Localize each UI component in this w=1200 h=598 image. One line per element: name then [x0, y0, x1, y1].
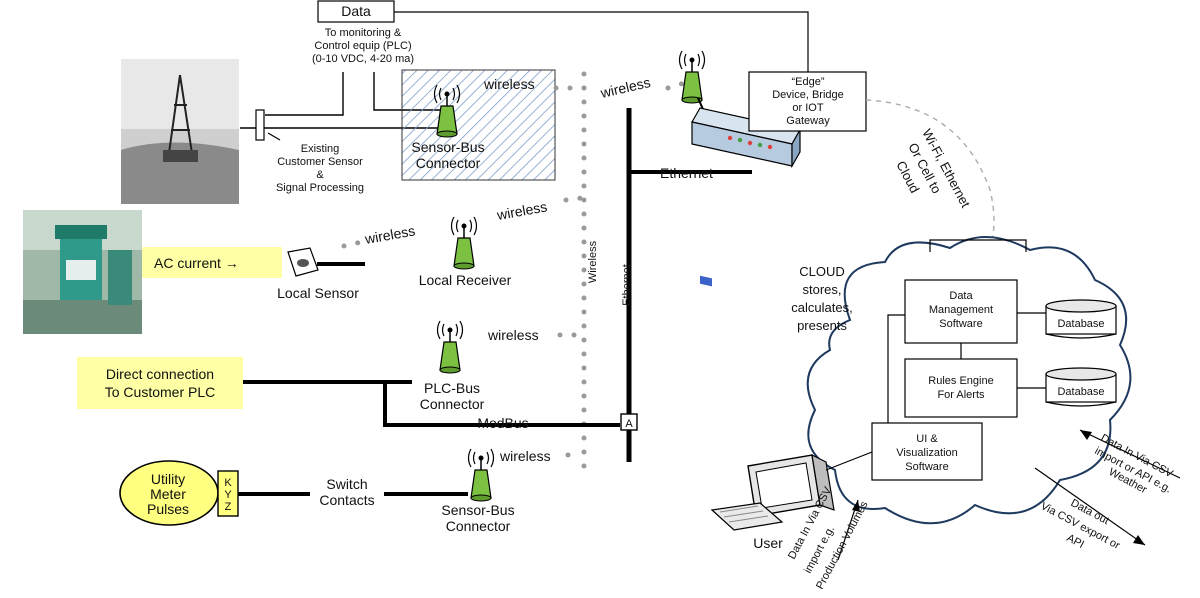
cloud-line1: CLOUD: [799, 264, 845, 279]
database-bottom-label: Database: [1057, 386, 1104, 398]
edge-device-line2: Device, Bridge: [772, 89, 844, 101]
rules-engine-box: [904, 358, 1018, 418]
existing-sensor-line1: Existing: [301, 143, 340, 155]
utility-meter-line3: Pulses: [147, 501, 189, 517]
kyz-y: Y: [224, 489, 232, 501]
data-to-edge-line: [394, 11, 809, 72]
direct-connection-line2: To Customer PLC: [105, 384, 215, 400]
existing-sensor-line2: Customer Sensor: [277, 156, 363, 168]
wireless-label-top: wireless: [483, 76, 535, 92]
monitoring-line3: (0-10 VDC, 4-20 ma): [312, 53, 414, 65]
rules-engine-line2: For Alerts: [937, 389, 985, 401]
cloud-link-dashed: [865, 99, 995, 263]
data-box-label: Data: [341, 3, 371, 19]
wireless-vertical-label: Wireless: [587, 240, 599, 283]
rules-engine-line1: Rules Engine: [928, 375, 993, 387]
sensor-bus-top-line2: Connector: [416, 155, 481, 171]
sensor-bus-bottom-line2: Connector: [446, 518, 511, 534]
existing-sensor-line3: &: [316, 169, 324, 181]
cloud-line3: calculates,: [791, 300, 852, 315]
user-computer-icon: [710, 453, 835, 531]
utility-meter-line2: Meter: [150, 486, 186, 502]
edge-device-line4: Gateway: [786, 115, 830, 127]
wireless-label-local-receiver: wireless: [495, 198, 549, 223]
ui-software-line2: Visualization: [896, 447, 958, 459]
ethernet-label: Ethernet: [660, 165, 713, 181]
utility-meter-line1: Utility: [151, 471, 185, 487]
local-receiver-label: Local Receiver: [419, 272, 512, 288]
wireless-label-bottom: wireless: [499, 448, 551, 464]
data-management-line1: Data: [949, 290, 973, 302]
plc-bus-antenna-icon: [436, 320, 464, 374]
modbus-junction-box: [620, 413, 638, 431]
ui-software-line3: Software: [905, 461, 948, 473]
local-sensor-label: Local Sensor: [277, 285, 359, 301]
wireless-label-gateway: wireless: [598, 74, 652, 101]
plc-bus-line2: Connector: [420, 396, 485, 412]
sensor-bus-bottom-line1: Sensor-Bus: [441, 502, 514, 518]
local-receiver-antenna-icon: [450, 216, 478, 270]
edge-gateway-device: [691, 97, 801, 287]
oil-derrick-photo: [121, 59, 239, 204]
edge-device-line1: “Edge”: [791, 76, 824, 88]
ac-current-highlight: [142, 247, 282, 278]
edge-device-label-box: [748, 71, 867, 132]
switch-contacts-line2: Contacts: [319, 492, 374, 508]
existing-sensor-line4: Signal Processing: [276, 182, 364, 194]
edge-device-line3: or IOT: [792, 102, 823, 114]
ui-software-box: [871, 422, 983, 481]
weather-data-arrow: [1079, 429, 1181, 479]
modbus-label: ModBus: [477, 415, 528, 431]
kyz-k: K: [224, 477, 232, 489]
database-top-label: Database: [1057, 318, 1104, 330]
ui-software-line1: UI &: [916, 433, 938, 445]
monitoring-line2: Control equip (PLC): [314, 40, 411, 52]
existing-sensor-coupler: [255, 109, 265, 141]
data-management-line2: Management: [929, 304, 993, 316]
plc-bus-line1: PLC-Bus: [424, 380, 480, 396]
ac-current-label: AC current →: [154, 255, 239, 271]
switch-contacts-line1: Switch: [326, 476, 367, 492]
local-sensor-device: [287, 247, 319, 277]
data-management-line3: Software: [939, 318, 982, 330]
gateway-antenna-icon: [678, 50, 706, 104]
junction-label: A: [625, 418, 633, 430]
wireless-label-plc: wireless: [487, 327, 539, 343]
ethernet-vertical-label: Ethernet: [621, 264, 633, 306]
database-top: [1045, 299, 1117, 339]
kyz-z: Z: [225, 501, 232, 513]
sensor-bus-top-line1: Sensor-Bus: [411, 139, 484, 155]
data-out-arrow: [1034, 467, 1146, 546]
data-management-box: [904, 279, 1018, 344]
cloud-line2: stores,: [802, 282, 841, 297]
cloud-line4: presents: [797, 318, 847, 333]
direct-connection-highlight: [77, 357, 243, 409]
factory-machine-photo: [23, 210, 142, 334]
monitoring-line1: To monitoring &: [325, 27, 402, 39]
wireless-label-local-sensor: wireless: [363, 222, 417, 247]
user-label: User: [753, 535, 783, 551]
data-out-line3: API: [1065, 532, 1086, 551]
database-bottom: [1045, 367, 1117, 407]
sensor-bus-bottom-antenna-icon: [467, 448, 495, 502]
modbus-wire: [383, 382, 620, 427]
sensor-bus-hatched-area: [401, 69, 556, 181]
direct-connection-line1: Direct connection: [106, 366, 214, 382]
